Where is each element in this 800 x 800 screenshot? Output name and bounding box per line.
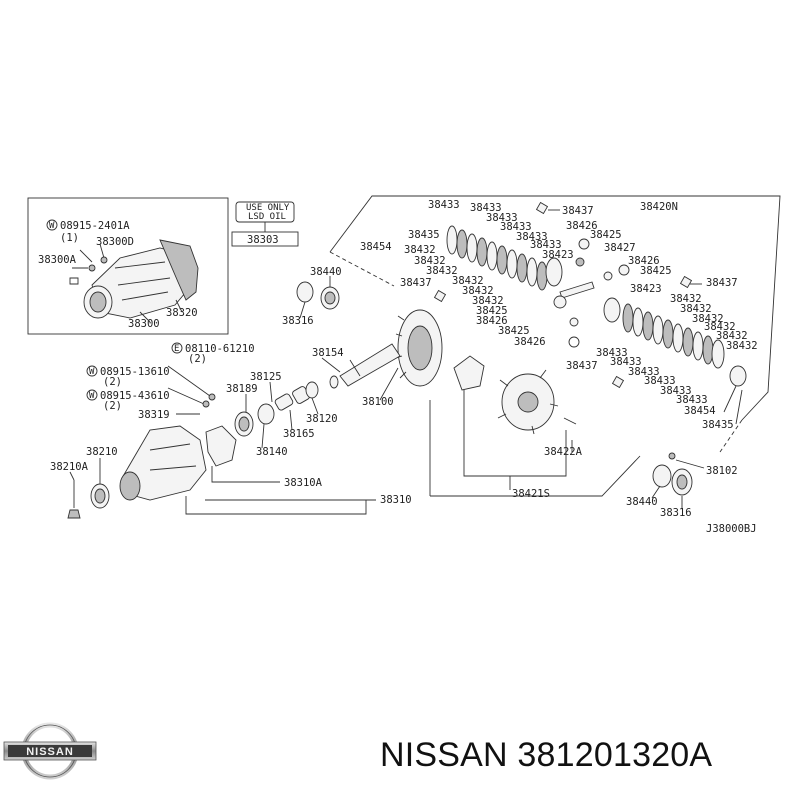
label-38100: 38100 <box>362 396 394 408</box>
label-38189: 38189 <box>226 383 258 395</box>
label-08915-2401a: 08915-2401A <box>60 220 130 232</box>
label-38427: 38427 <box>604 242 636 254</box>
label-38425-b: 38425 <box>498 325 530 337</box>
label-38437-right: 38437 <box>706 277 738 289</box>
label-38319: 38319 <box>138 409 170 421</box>
label-38432-l: 38432 <box>726 340 758 352</box>
svg-text:W: W <box>89 391 95 401</box>
label-38300d: 38300D <box>96 236 134 248</box>
svg-text:W: W <box>49 221 55 231</box>
label-38437-left: 38437 <box>400 277 432 289</box>
label-38154: 38154 <box>312 347 344 359</box>
label-38426-c: 38426 <box>566 220 598 232</box>
label-38433-g: 38433 <box>596 347 628 359</box>
carrier-inset: W 08915-2401A (1) 38300D 38300A 38320 38… <box>27 197 299 335</box>
label-38102: 38102 <box>706 465 738 477</box>
label-w2-qty: (2) <box>103 400 122 412</box>
label-38310a: 38310A <box>284 477 323 489</box>
label-38440-top: 38440 <box>310 266 342 278</box>
oil-note-line2: LSD OIL <box>248 212 286 222</box>
label-38303: 38303 <box>247 234 279 246</box>
label-38210a: 38210A <box>50 461 89 473</box>
nissan-logo-icon: NISSAN <box>3 722 97 780</box>
label-38433-l: 38433 <box>676 394 708 406</box>
label-38423-b: 38423 <box>630 283 662 295</box>
label-38432-f: 38432 <box>472 295 504 307</box>
part-number-caption: NISSAN 381201320A <box>380 736 713 774</box>
label-38454-right: 38454 <box>684 405 716 417</box>
label-38165: 38165 <box>283 428 315 440</box>
label-38421s: 38421S <box>512 488 550 500</box>
label-38433-d: 38433 <box>500 221 532 233</box>
label-38425-a: 38425 <box>476 305 508 317</box>
label-38432-j: 38432 <box>704 321 736 333</box>
label-08110-61210: 08110-61210 <box>185 343 255 355</box>
label-08915-43610: 08915-43610 <box>100 390 170 402</box>
label-38433: 38433 <box>428 199 460 211</box>
label-38425-c: 38425 <box>590 229 622 241</box>
label-38432-b: 38432 <box>414 255 446 267</box>
label-38440-bottom: 38440 <box>626 496 658 508</box>
label-qty: (1) <box>60 232 79 244</box>
label-38454-left: 38454 <box>360 241 392 253</box>
label-38422a: 38422A <box>544 446 583 458</box>
label-38432-k: 38432 <box>716 330 748 342</box>
label-38426-a: 38426 <box>476 315 508 327</box>
clutch-stack-left <box>446 225 563 291</box>
label-38432-c: 38432 <box>426 265 458 277</box>
label-38423-a: 38423 <box>542 249 574 261</box>
label-38210: 38210 <box>86 446 118 458</box>
label-38433-h: 38433 <box>610 356 642 368</box>
label-38432-h: 38432 <box>680 303 712 315</box>
label-38320: 38320 <box>166 307 198 319</box>
label-38433-i: 38433 <box>628 366 660 378</box>
logo-wordmark: NISSAN <box>26 746 74 758</box>
label-38300a: 38300A <box>38 254 77 266</box>
label-38120: 38120 <box>306 413 338 425</box>
pinion-group: 38440 38316 E 08110-61210 (2) W 08915-13… <box>50 266 443 519</box>
label-38425-d: 38425 <box>640 265 672 277</box>
label-38432-d: 38432 <box>452 275 484 287</box>
label-38426-d: 38426 <box>628 255 660 267</box>
label-38426-b: 38426 <box>514 336 546 348</box>
svg-text:E: E <box>174 344 179 354</box>
label-38316-bottom: 38316 <box>660 507 692 519</box>
label-38432-a: 38432 <box>404 244 436 256</box>
label-38316-top: 38316 <box>282 315 314 327</box>
label-38435-left: 38435 <box>408 229 440 241</box>
label-w1-qty: (2) <box>103 376 122 388</box>
label-38125: 38125 <box>250 371 282 383</box>
label-e-qty: (2) <box>188 353 207 365</box>
label-38432-i: 38432 <box>692 313 724 325</box>
lsd-assembly-group: 38420N 38437 <box>329 195 781 519</box>
label-38140: 38140 <box>256 446 288 458</box>
clutch-stack-right <box>603 297 747 387</box>
label-38300: 38300 <box>128 318 160 330</box>
label-38437-top: 38437 <box>562 205 594 217</box>
label-38433-c: 38433 <box>486 212 518 224</box>
exploded-parts-diagram: W 08915-2401A (1) 38300D 38300A 38320 38… <box>27 195 781 535</box>
label-38432-g: 38432 <box>670 293 702 305</box>
label-38433-b: 38433 <box>470 202 502 214</box>
label-38433-f: 38433 <box>530 239 562 251</box>
oil-note-line1: USE ONLY <box>246 203 290 213</box>
label-38435-right: 38435 <box>702 419 734 431</box>
label-38433-k: 38433 <box>660 385 692 397</box>
label-08915-13610: 08915-13610 <box>100 366 170 378</box>
diagram-code: J38000BJ <box>706 523 757 535</box>
svg-text:W: W <box>89 367 95 377</box>
label-38437-bottom: 38437 <box>566 360 598 372</box>
label-38420n: 38420N <box>640 201 678 213</box>
label-38432-e: 38432 <box>462 285 494 297</box>
label-38433-e: 38433 <box>516 231 548 243</box>
label-38310: 38310 <box>380 494 412 506</box>
label-38433-j: 38433 <box>644 375 676 387</box>
